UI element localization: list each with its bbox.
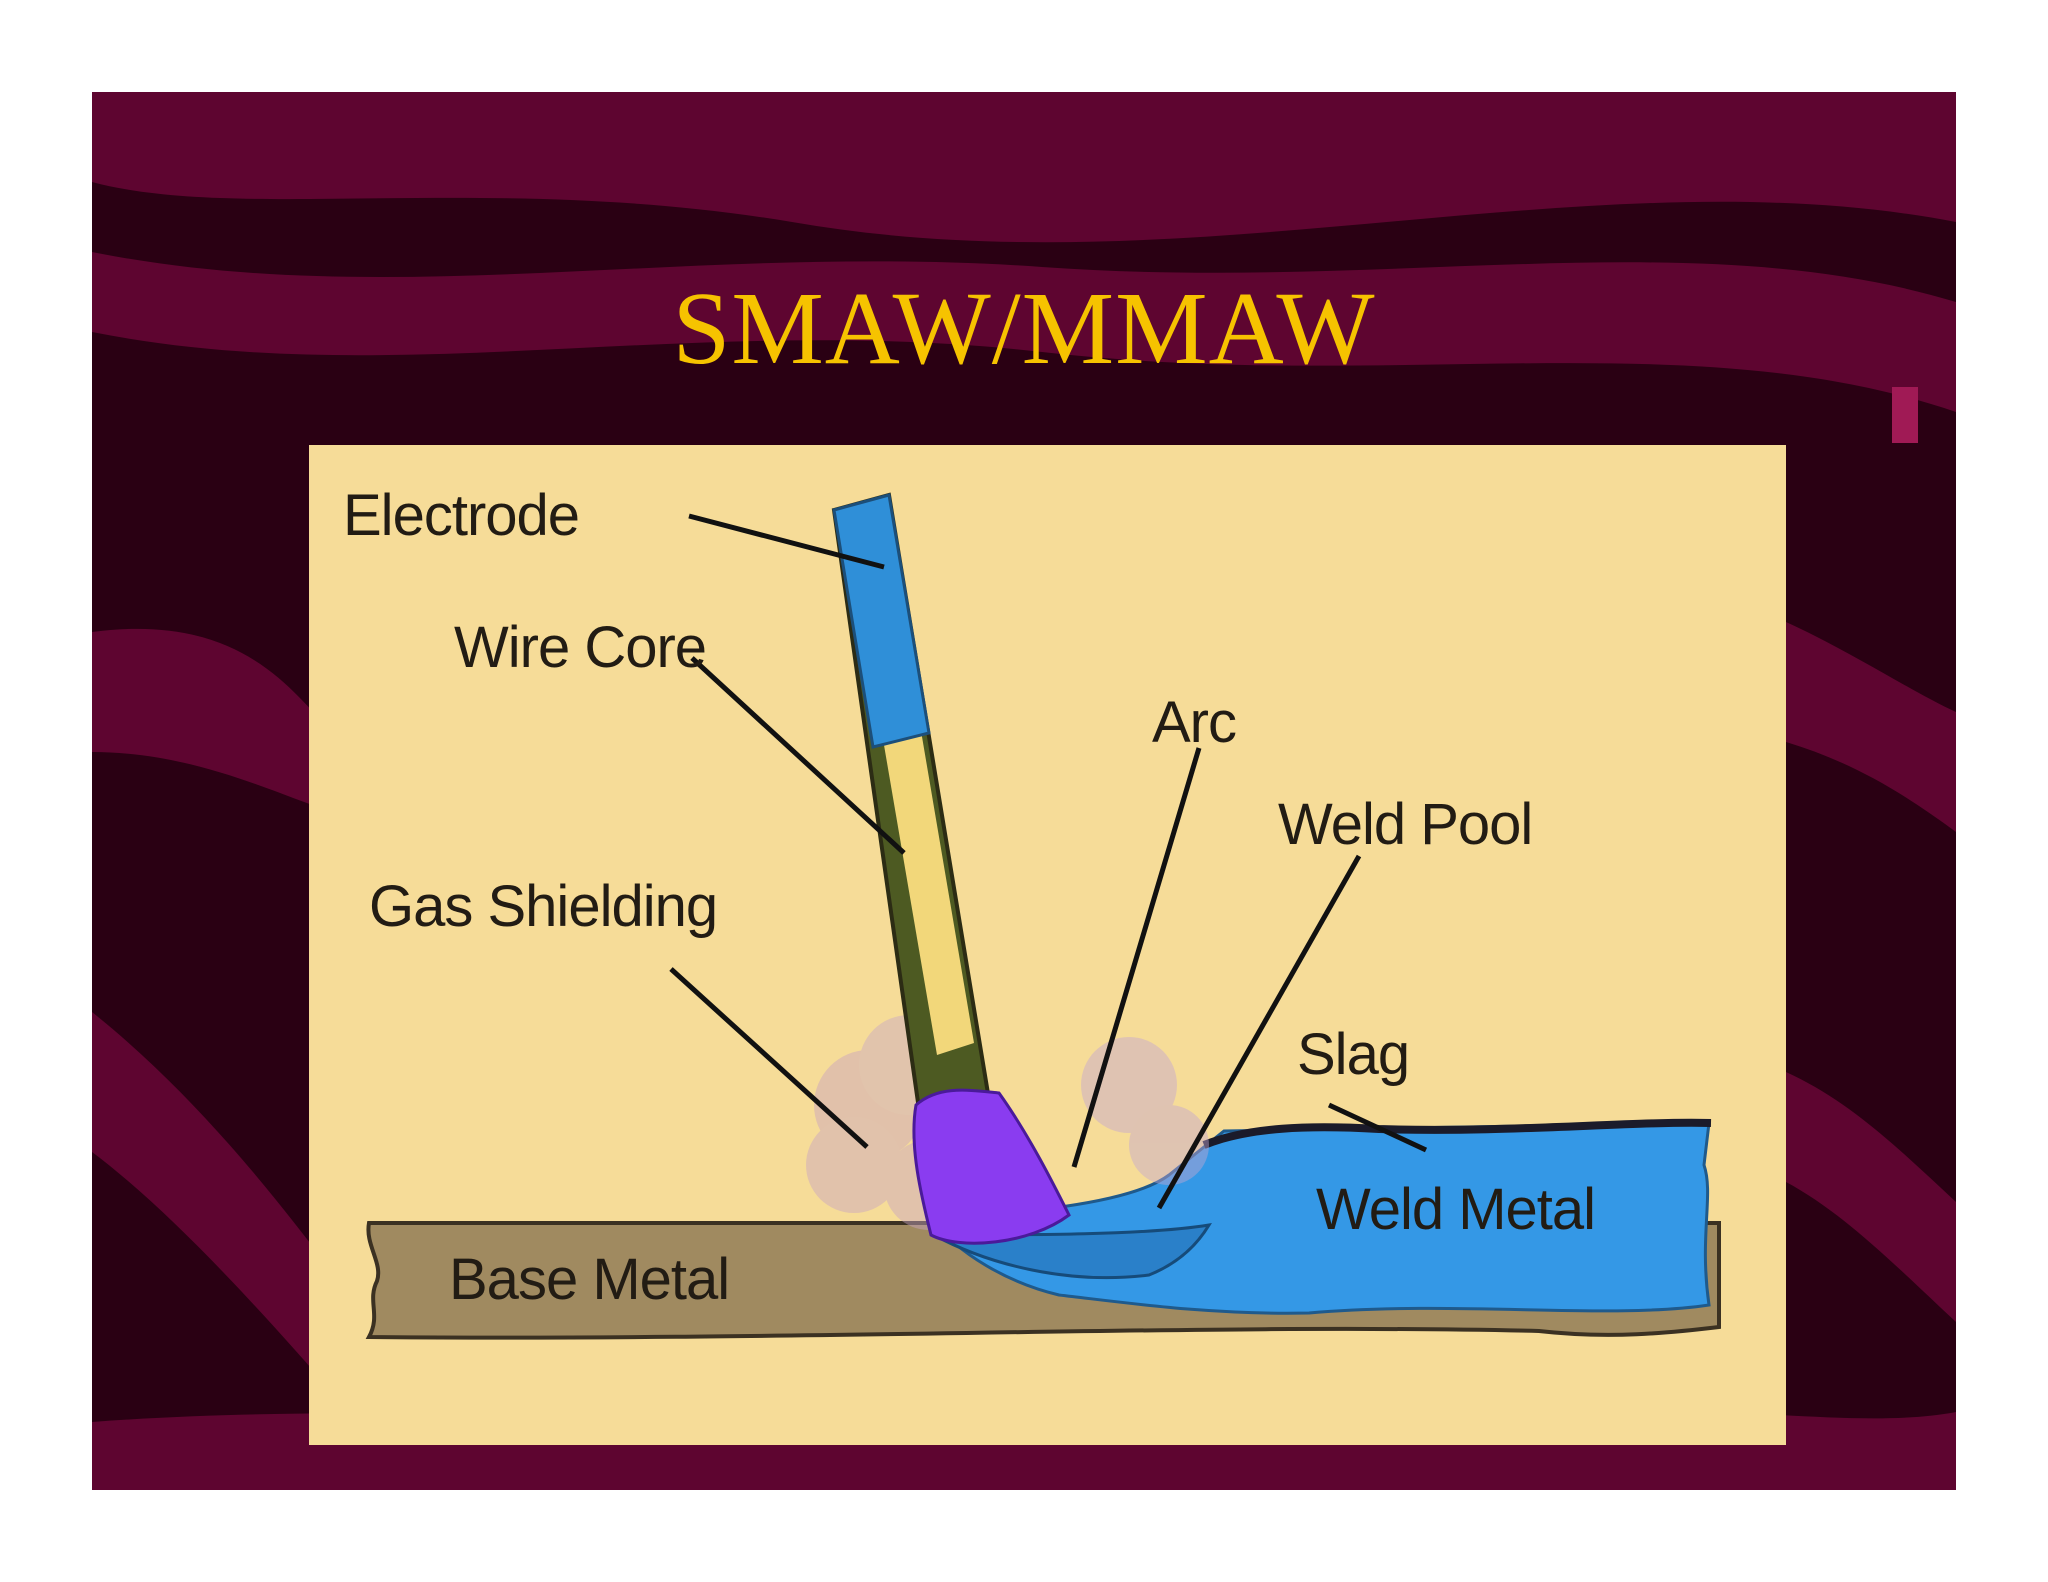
arc-leader — [1071, 747, 1202, 1168]
label-base-metal: Base Metal — [449, 1247, 729, 1312]
electrode-leader — [688, 513, 885, 570]
slag-layer — [1202, 1118, 1712, 1149]
label-wire-core: Wire Core — [454, 615, 706, 680]
slide-title: SMAW/MMAW — [672, 271, 1376, 386]
label-electrode: Electrode — [343, 483, 579, 548]
leader-lines — [669, 513, 1428, 1210]
label-arc: Arc — [1152, 690, 1236, 755]
weld-pool-leader — [1156, 854, 1362, 1210]
slag-leader — [1327, 1102, 1428, 1153]
welding-illustration: Electrode Wire Core Arc Weld Pool Gas Sh… — [343, 483, 1721, 1340]
slide: SMAW/MMAW — [92, 92, 1956, 1490]
slide-accent-tab — [1892, 387, 1918, 443]
label-weld-metal: Weld Metal — [1316, 1177, 1595, 1242]
wire-core-leader — [690, 656, 906, 855]
smaw-diagram: Electrode Wire Core Arc Weld Pool Gas Sh… — [309, 445, 1786, 1445]
gas-shielding-cloud — [806, 1015, 1209, 1230]
label-gas-shielding: Gas Shielding — [369, 874, 717, 939]
label-weld-pool: Weld Pool — [1278, 792, 1532, 857]
arc-plasma — [912, 1088, 1071, 1245]
gas-shielding-leader — [669, 967, 869, 1149]
label-slag: Slag — [1297, 1022, 1409, 1087]
